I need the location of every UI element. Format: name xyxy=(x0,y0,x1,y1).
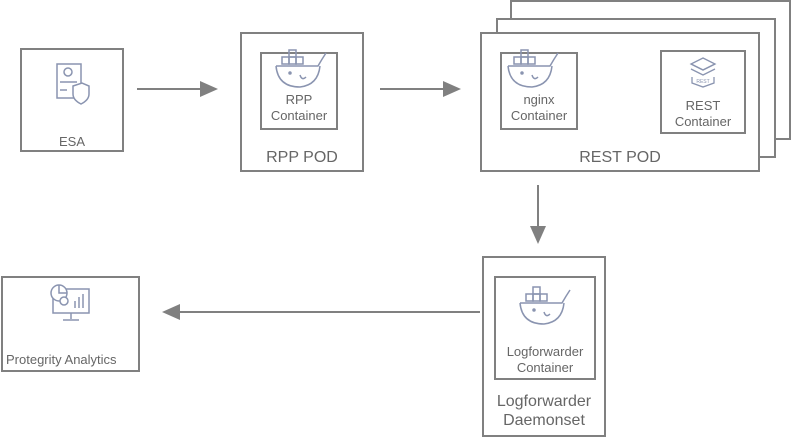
nginx-container-line2: Container xyxy=(510,108,568,123)
docker-whale-icon xyxy=(507,49,559,88)
logforwarder-daemonset: Logforwarder Container Logforwarder Daem… xyxy=(482,256,606,437)
esa-node: ESA xyxy=(20,48,124,152)
logforwarder-container-line1: Logforwarder xyxy=(506,344,584,359)
esa-label: ESA xyxy=(58,134,85,149)
logforwarder-container: Logforwarder Container xyxy=(494,276,596,380)
rpp-pod: RPP Container RPP POD xyxy=(240,32,364,172)
arrow-rpp-to-rest xyxy=(380,81,461,97)
rest-pod: nginx Container REST REST Container REST… xyxy=(480,32,760,172)
arrow-esa-to-rpp xyxy=(137,81,218,97)
rest-box-icon: REST xyxy=(689,57,717,88)
nginx-container-line1: nginx xyxy=(523,92,555,107)
rpp-container-line2: Container xyxy=(270,108,328,123)
certificate-shield-icon xyxy=(56,63,90,105)
analytics-label: Protegrity Analytics xyxy=(6,352,117,367)
arrow-logforwarder-to-analytics xyxy=(162,304,480,320)
logforwarder-label-line2: Daemonset xyxy=(503,412,585,429)
nginx-container: nginx Container xyxy=(500,49,578,130)
docker-whale-icon xyxy=(519,286,571,325)
rest-container-line2: Container xyxy=(674,114,732,129)
analytics-monitor-icon xyxy=(50,284,90,321)
protegrity-analytics-node: Protegrity Analytics xyxy=(1,276,140,372)
rest-icon-text: REST xyxy=(696,79,709,85)
rpp-container: RPP Container xyxy=(260,49,338,130)
rest-container-line1: REST xyxy=(685,98,721,113)
arrow-rest-to-logforwarder xyxy=(530,185,546,244)
docker-whale-icon xyxy=(275,49,327,88)
logforwarder-container-line2: Container xyxy=(516,360,574,375)
rpp-pod-label: RPP POD xyxy=(266,149,338,166)
rest-container: REST REST Container xyxy=(660,50,746,134)
rpp-container-line1: RPP xyxy=(285,92,313,107)
logforwarder-label-line1: Logforwarder xyxy=(496,393,592,410)
rest-pod-label: REST POD xyxy=(579,149,661,166)
